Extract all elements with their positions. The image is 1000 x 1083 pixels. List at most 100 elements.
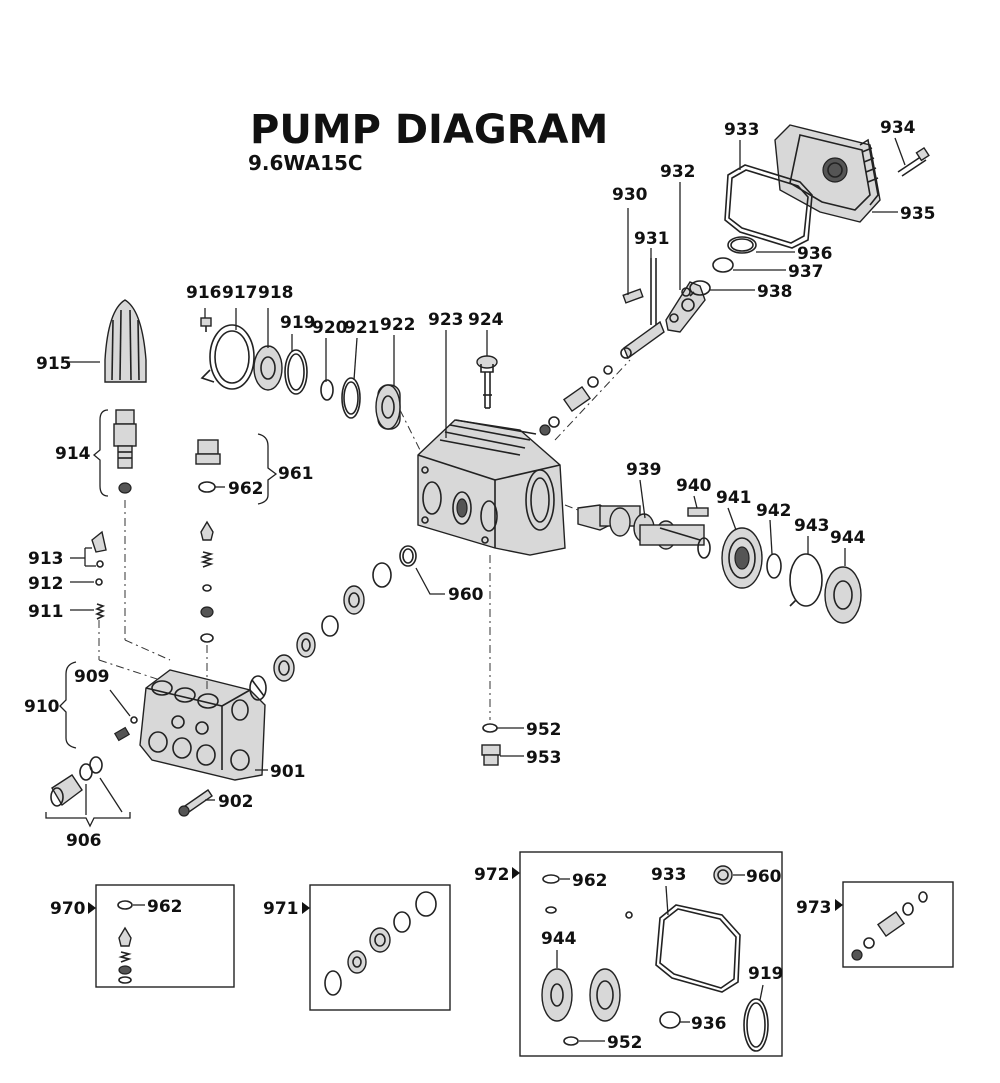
crank-oil-seal [824,566,862,624]
kit-972-item-962: 962 [572,871,608,891]
label-934: 934 [880,118,916,138]
kit-972-item-960: 960 [746,867,782,887]
kit-973-label: 973 [796,898,832,918]
roller-bearing-922 [375,384,401,430]
retaining-ring-937 [712,257,734,273]
label-939: 939 [626,460,662,480]
label-912: 912 [28,574,64,594]
bearing-cover-917 [200,324,255,390]
leaders [68,137,906,801]
label-961: 961 [278,464,314,484]
label-920: 920 [312,318,348,338]
label-938: 938 [757,282,793,302]
snap-ring-938 [689,280,711,297]
kit-972-item-952: 952 [607,1033,643,1053]
manifold [139,669,266,781]
retaining-ring-921 [341,377,361,419]
snap-ring-920 [320,379,334,401]
screw-916 [200,317,212,332]
label-914: 914 [55,444,91,464]
label-930: 930 [612,185,648,205]
label-936: 936 [797,244,833,264]
manifold-bolt [178,789,213,817]
label-902: 902 [218,792,254,812]
seal-stack [249,545,417,701]
label-923: 923 [428,310,464,330]
kit-970-item-962: 962 [147,897,183,917]
crank-bearing [721,527,763,589]
connecting-rod [620,258,665,360]
label-916: 916 [186,283,222,303]
bracket-906 [45,812,131,828]
bracket-910 [59,661,77,749]
page-title: PUMP DIAGRAM [250,107,608,153]
label-940: 940 [676,476,712,496]
kit-971-label: 971 [263,899,299,919]
leader-906b [99,777,123,813]
oil-seal-ring [727,236,757,254]
oil-seal-918 [253,345,283,391]
label-913: 913 [28,549,64,569]
label-932: 932 [660,162,696,182]
kit-972-label: 972 [474,865,510,885]
label-941: 941 [716,488,752,508]
label-906: 906 [66,831,102,851]
label-960: 960 [448,585,484,605]
label-924: 924 [468,310,504,330]
kit-972: 972 962 933 960 944 919 936 952 [474,851,784,1057]
unloader-valve [113,409,137,494]
kit-972-item-944: 944 [541,929,577,949]
drain-plug [481,744,501,766]
label-919: 919 [280,313,316,333]
crankshaft [577,504,711,559]
label-910: 910 [24,697,60,717]
label-909: 909 [74,667,110,687]
kit-972-item-933: 933 [651,865,687,885]
label-935: 935 [900,204,936,224]
label-962: 962 [228,479,264,499]
spring-911 [94,603,106,620]
kit-970: 970 962 [50,884,235,988]
oil-dipstick [476,355,498,409]
label-937: 937 [788,262,824,282]
label-942: 942 [756,501,792,521]
valve-stack [198,481,216,643]
label-918: 918 [258,283,294,303]
label-911: 911 [28,602,64,622]
fitting-913 [91,530,107,568]
crankcase-housing [417,419,566,556]
cover-bolt [897,146,930,177]
label-915: 915 [36,354,72,374]
kit-971: 971 [263,884,451,1011]
inlet-fitting [50,716,138,807]
bracket-961 [257,433,278,505]
drain-o-ring [482,723,498,733]
valve-plug [195,439,221,465]
bearing-cover-plate [665,281,706,333]
retaining-ring-943 [789,553,823,607]
kit-973: 973 [796,881,954,968]
plunger-guide-parts [539,365,613,436]
model-number: 9.6WA15C [248,151,363,175]
label-922: 922 [380,315,416,335]
cover-gasket [724,164,813,249]
label-917: 917 [222,283,258,303]
label-931: 931 [634,229,670,249]
label-933: 933 [724,120,760,140]
bearing-snap-ring-942 [766,553,782,579]
shaft-key [687,507,709,517]
o-ring-919 [284,349,308,395]
bracket-914 [92,409,109,497]
ball-912 [95,578,103,586]
label-952: 952 [526,720,562,740]
label-921: 921 [344,318,380,338]
label-943: 943 [794,516,830,536]
kit-970-label: 970 [50,899,86,919]
kit-972-item-919: 919 [748,964,784,984]
rod-pin [622,288,644,304]
label-901: 901 [270,762,306,782]
center-lines [98,359,631,720]
unloader-cap [104,299,147,383]
label-953: 953 [526,748,562,768]
